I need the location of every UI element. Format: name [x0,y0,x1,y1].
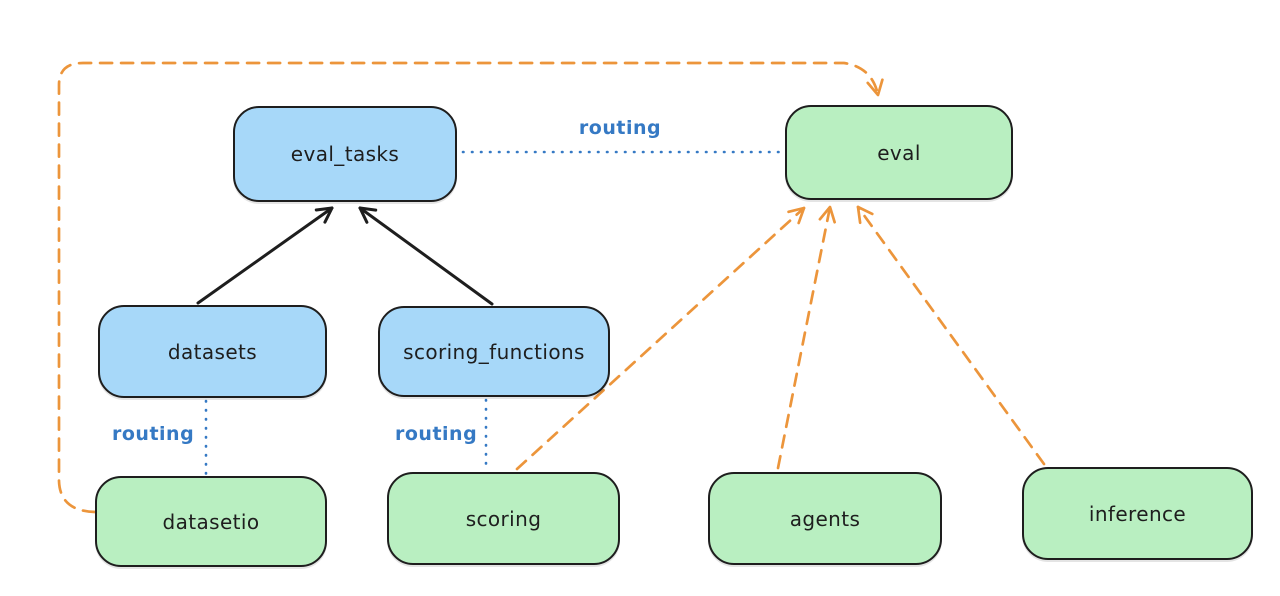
edge-label-routing-eval-tasks-eval: routing [578,117,662,139]
edge-label-routing-datasets-datasetio: routing [112,423,195,445]
node-eval: eval [785,105,1013,200]
edge-scoring-to-eval [515,206,806,471]
edge-inference-to-eval [856,205,1046,466]
edge-datasets-to-eval-tasks [196,206,334,305]
node-scoring-functions: scoring_functions [378,306,610,397]
edge-agents-to-eval [776,205,836,470]
node-eval-tasks: eval_tasks [233,106,457,202]
node-agents: agents [708,472,942,565]
node-scoring: scoring [387,472,620,565]
node-datasetio: datasetio [95,476,327,567]
node-datasets: datasets [98,305,327,398]
edge-scoring-functions-to-eval-tasks [358,206,494,306]
edge-label-routing-scoring-functions-scoring: routing [395,423,478,445]
edge-datasetio-to-eval [57,61,884,514]
node-inference: inference [1022,467,1253,560]
